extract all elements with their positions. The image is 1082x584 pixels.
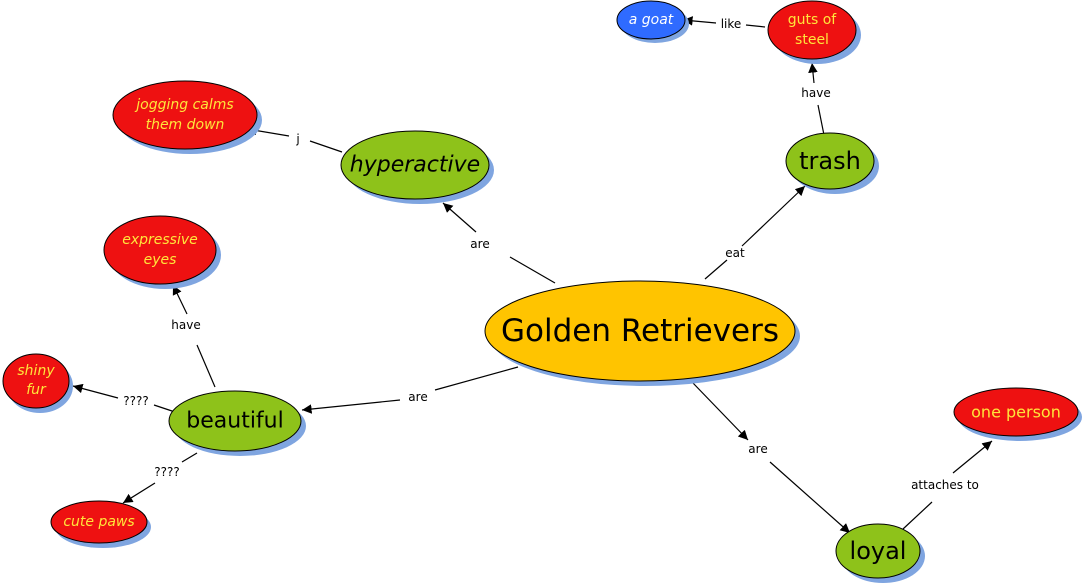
concept-label: a goat	[629, 12, 674, 28]
concept-hyperactive[interactable]: hyperactive	[340, 130, 494, 204]
concept-trash[interactable]: trash	[785, 132, 879, 194]
link-label-eat: eat	[725, 246, 745, 260]
concept-a-goat[interactable]: a goat	[616, 0, 689, 43]
concept-loyal[interactable]: loyal	[835, 523, 925, 583]
concept-label: trash	[799, 147, 861, 175]
link-label-attaches-to: attaches to	[911, 478, 979, 492]
concept-label: fur	[26, 382, 47, 398]
concept-one-person[interactable]: one person	[953, 387, 1082, 441]
concept-cute-paws[interactable]: cute paws	[50, 500, 151, 548]
link-label-have: have	[171, 318, 200, 332]
concept-label: cute paws	[63, 514, 134, 530]
concept-label: guts of	[788, 12, 838, 28]
link-label-j: j	[295, 132, 299, 146]
concept-expressive-eyes[interactable]: expressive eyes	[103, 215, 221, 289]
link-label-question: ????	[123, 394, 148, 408]
link-label-like: like	[721, 17, 742, 31]
concept-label: steel	[795, 32, 829, 48]
concept-label: eyes	[144, 252, 177, 268]
concept-shiny-fur[interactable]: shiny fur	[2, 353, 73, 413]
link-label-are: are	[470, 237, 489, 251]
concept-beautiful[interactable]: beautiful	[168, 390, 306, 456]
concept-label: expressive	[122, 232, 198, 248]
concept-golden-retrievers[interactable]: Golden Retrievers	[484, 280, 800, 386]
concept-guts-of-steel[interactable]: guts of steel	[767, 0, 861, 64]
concept-label: loyal	[850, 537, 907, 565]
link-label-are: are	[408, 390, 427, 404]
concept-label: shiny	[17, 363, 55, 379]
link-label-have: have	[801, 86, 830, 100]
concept-label: one person	[971, 403, 1061, 422]
link-label-are: are	[748, 442, 767, 456]
concept-jogging-calms-them-down[interactable]: jogging calms them down	[112, 80, 262, 154]
concept-label: them down	[146, 117, 225, 133]
link-label-question: ????	[154, 465, 179, 479]
concept-label: beautiful	[186, 409, 283, 434]
concept-label: Golden Retrievers	[501, 313, 779, 349]
concept-label: jogging calms	[134, 97, 233, 113]
concept-label: hyperactive	[350, 153, 480, 178]
